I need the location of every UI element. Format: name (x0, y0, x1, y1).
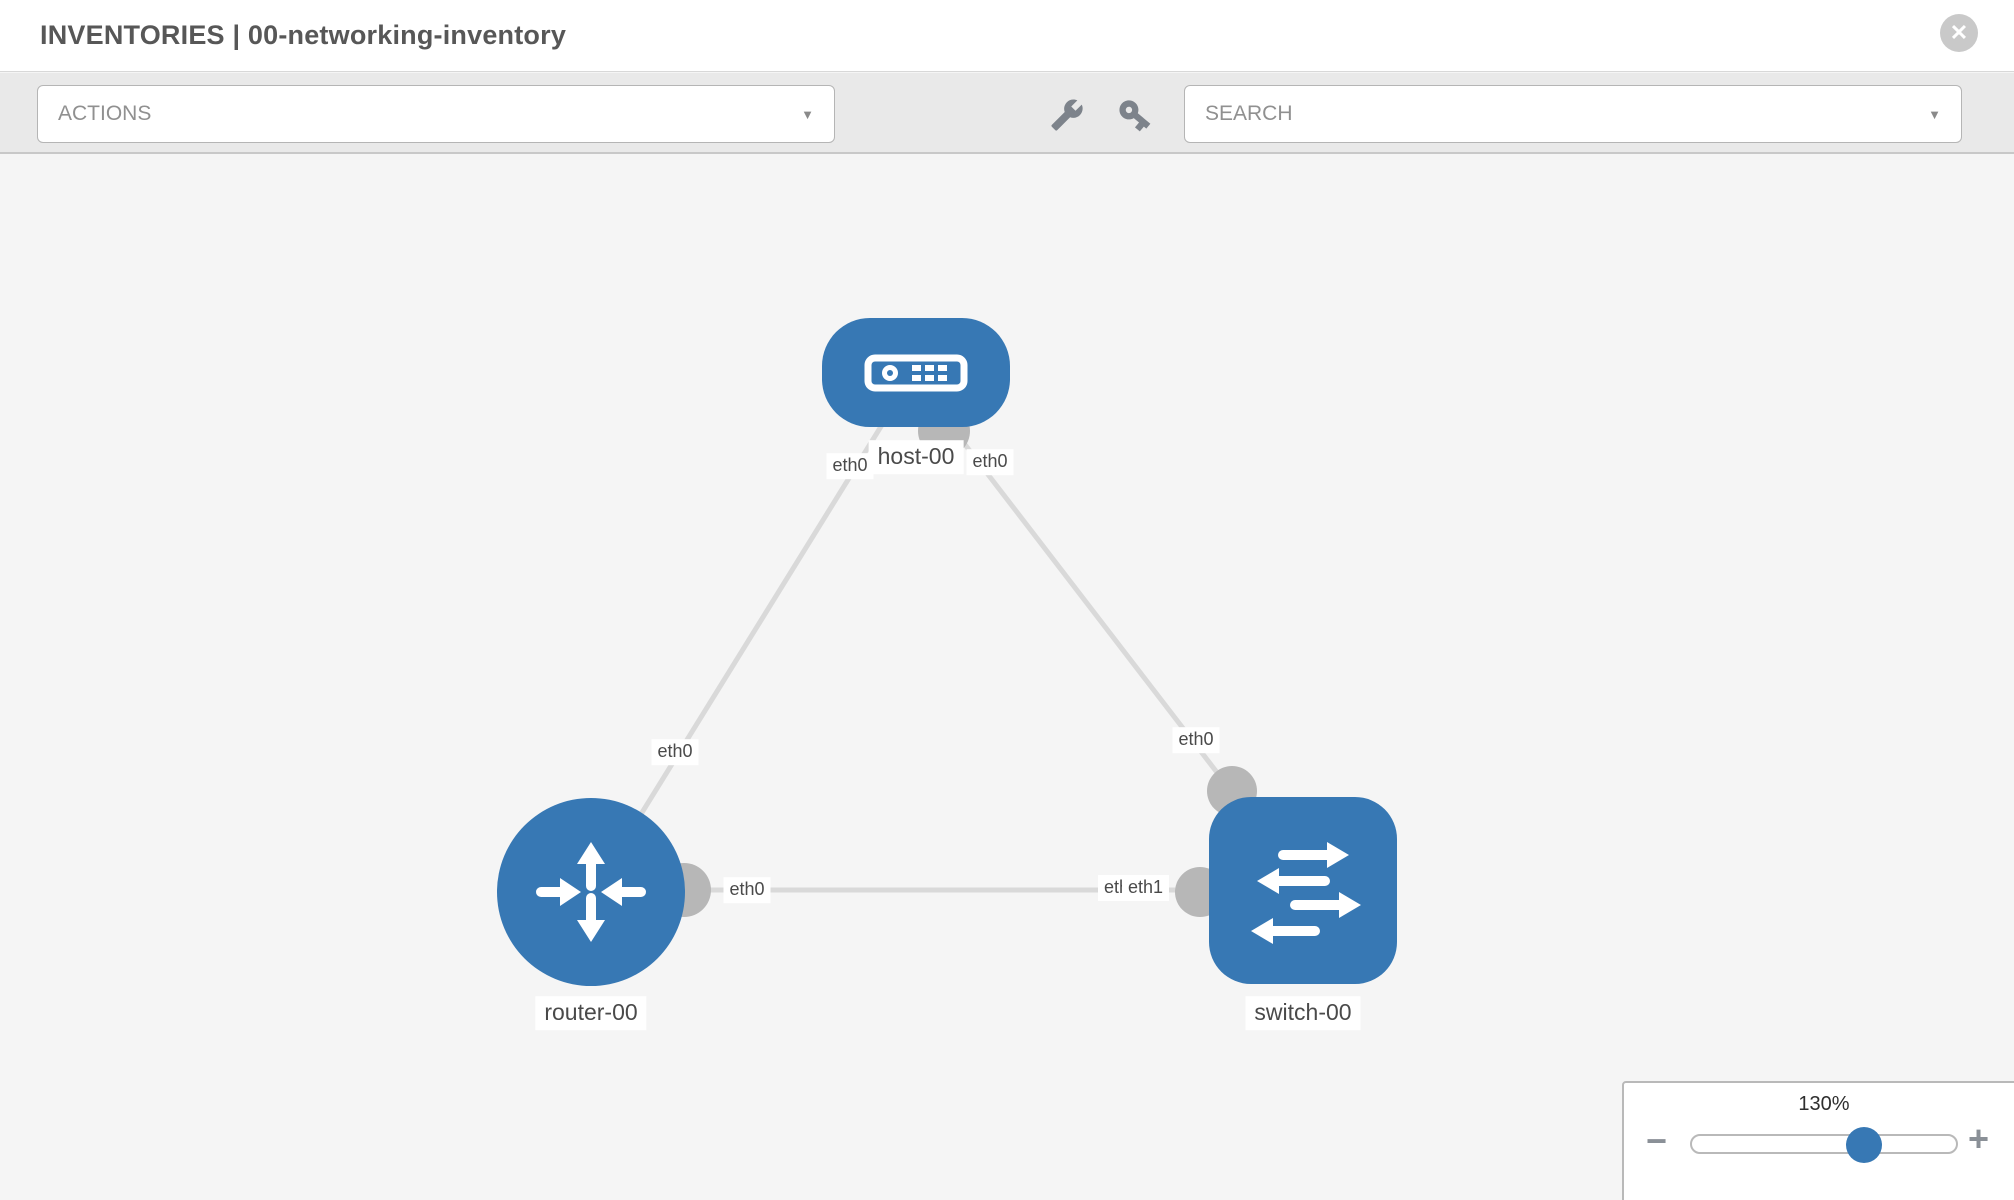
wrench-icon (1050, 98, 1084, 132)
topology-canvas[interactable] (0, 155, 2014, 1200)
node-router-00[interactable] (497, 798, 685, 986)
iface-label: eth0 (966, 449, 1014, 475)
zoom-level-value: 130% (1798, 1093, 1850, 1115)
chevron-down-icon: ▼ (801, 106, 814, 122)
actions-dropdown[interactable]: ACTIONS ▼ (37, 85, 835, 143)
iface-label: eth0 (1172, 727, 1220, 753)
close-button[interactable]: ✕ (1940, 14, 1978, 52)
node-host-00[interactable] (822, 318, 1010, 427)
toolbar: ACTIONS ▼ SEARCH ▼ (0, 73, 2014, 154)
iface-label: eth0 (651, 739, 699, 765)
minus-icon: − (1646, 1120, 1668, 1161)
search-dropdown[interactable]: SEARCH ▼ (1184, 85, 1962, 143)
zoom-in-button[interactable]: + (1968, 1121, 1989, 1157)
search-dropdown-label: SEARCH (1205, 102, 1293, 125)
zoom-slider-track[interactable] (1690, 1134, 1958, 1154)
iface-label: eth1 (1122, 875, 1170, 901)
switch-arrows-icon (1241, 833, 1365, 949)
zoom-slider-handle[interactable] (1846, 1127, 1882, 1163)
node-label-host: host-00 (868, 440, 964, 474)
actions-dropdown-label: ACTIONS (58, 102, 152, 125)
edge-host-router[interactable] (622, 418, 888, 842)
page-title: INVENTORIES | 00-networking-inventory (40, 20, 567, 50)
configure-button[interactable] (1045, 95, 1089, 135)
iface-label: eth0 (826, 453, 874, 479)
chevron-down-icon: ▼ (1928, 106, 1941, 122)
close-icon: ✕ (1949, 20, 1969, 45)
node-label-router: router-00 (535, 996, 647, 1030)
credentials-button[interactable] (1113, 95, 1157, 135)
zoom-panel: 130% − + (1622, 1081, 2014, 1200)
router-arrows-icon (533, 834, 649, 950)
zoom-out-button[interactable]: − (1646, 1123, 1667, 1159)
plus-icon: + (1968, 1118, 1990, 1159)
header: INVENTORIES | 00-networking-inventory ✕ (0, 0, 2014, 72)
server-icon (864, 354, 968, 392)
node-switch-00[interactable] (1209, 797, 1397, 984)
node-label-switch: switch-00 (1245, 996, 1361, 1030)
iface-label: eth0 (723, 877, 771, 903)
key-icon (1116, 96, 1154, 134)
